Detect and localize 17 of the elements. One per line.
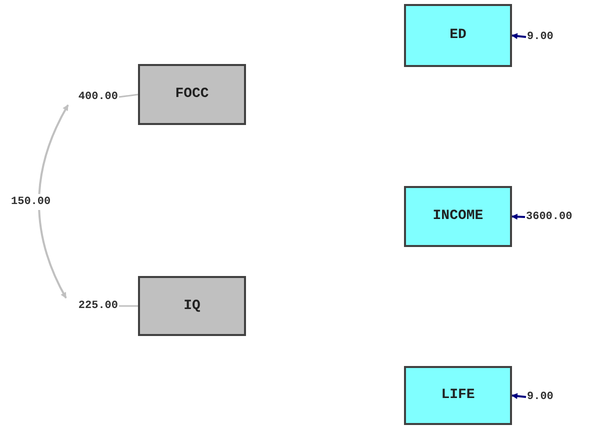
arrow bbox=[511, 33, 526, 40]
edge-label: 150.00 bbox=[10, 194, 52, 210]
arrow bbox=[511, 393, 526, 400]
connector-line bbox=[118, 94, 138, 98]
value-label: 9.00 bbox=[527, 29, 587, 45]
arrow bbox=[511, 214, 526, 220]
connector-line bbox=[119, 305, 138, 307]
value-label: 400.00 bbox=[56, 89, 118, 105]
variable-box: LIFE bbox=[404, 366, 512, 425]
variable-box: INCOME bbox=[404, 186, 512, 247]
value-label: 3600.00 bbox=[526, 209, 594, 225]
variable-box: ED bbox=[404, 4, 512, 67]
variable-box: IQ bbox=[138, 276, 246, 336]
variable-box: FOCC bbox=[138, 64, 246, 125]
curved-arrow bbox=[38, 104, 69, 299]
value-label: 225.00 bbox=[56, 298, 118, 314]
value-label: 9.00 bbox=[527, 389, 587, 405]
